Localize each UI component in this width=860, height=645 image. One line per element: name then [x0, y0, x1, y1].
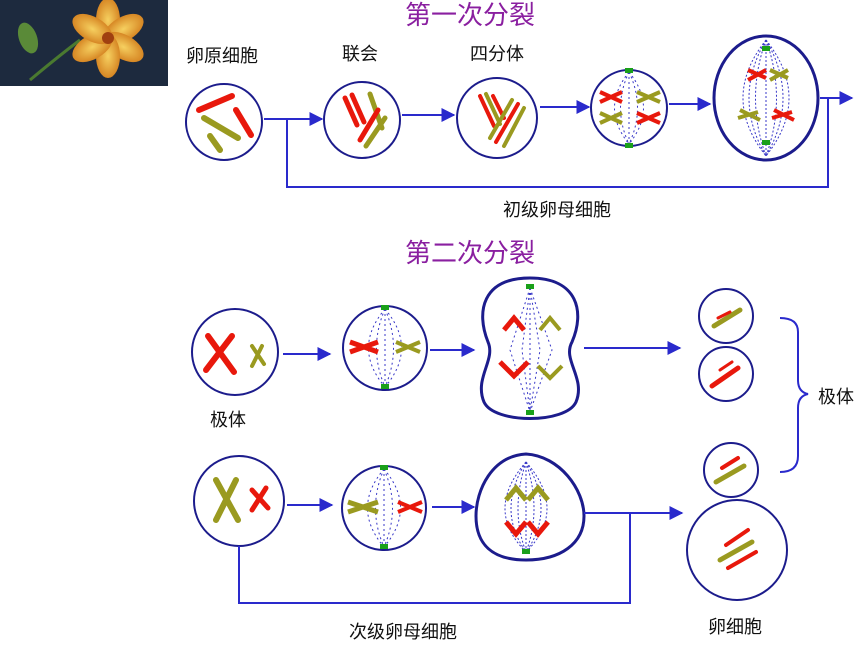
metaphase2-polar-cell — [342, 305, 428, 391]
anaphase2-polar-cell — [479, 276, 580, 420]
metaphase2-oocyte-cell — [341, 465, 427, 551]
primary-oocyte-label: 初级卵母细胞 — [503, 200, 611, 221]
secondary-oocyte-cell — [193, 455, 285, 547]
oogonium-label: 卵原细胞 — [186, 46, 258, 67]
anaphase2-oocyte-cell — [474, 452, 586, 562]
tetrad-label: 四分体 — [470, 44, 524, 65]
anaphase1-cell — [712, 34, 820, 162]
lily-flower-icon — [0, 0, 168, 86]
polar-bodies-brace — [779, 317, 809, 473]
polar-body-1 — [698, 288, 754, 344]
oogonium-cell — [185, 83, 263, 161]
polar-bodies-label: 极体 — [818, 387, 854, 408]
tetrad-cell — [456, 77, 538, 159]
polar-body-2 — [698, 346, 754, 402]
first-polar-body-cell — [191, 308, 279, 396]
egg-cell-label: 卵细胞 — [708, 617, 762, 638]
egg-cell — [686, 499, 788, 601]
primary-oocyte-bracket — [286, 98, 829, 188]
secondary-oocyte-label: 次级卵母细胞 — [349, 622, 457, 643]
synapsis-label: 联会 — [342, 44, 378, 65]
polar-body-cell-label: 极体 — [210, 410, 246, 431]
meiosis1-title: 第一次分裂 — [405, 1, 535, 31]
secondary-oocyte-bracket — [238, 513, 631, 604]
meiosis2-title: 第二次分裂 — [405, 239, 535, 269]
synapsis-cell — [323, 81, 401, 159]
metaphase1-cell — [590, 68, 668, 148]
polar-body-3 — [703, 442, 759, 498]
